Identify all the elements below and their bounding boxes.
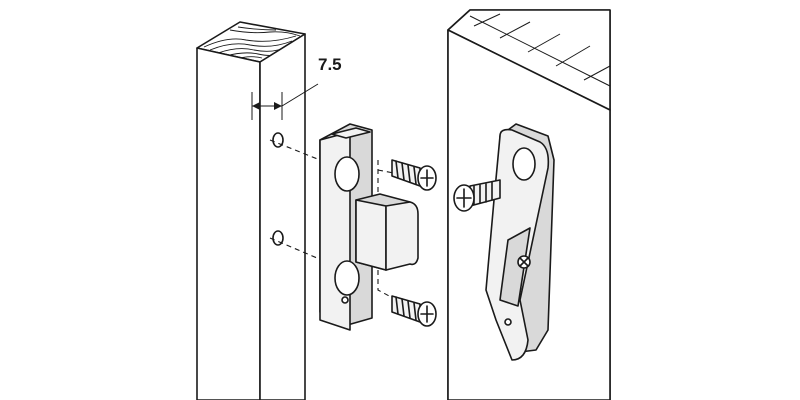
- post-side-face: [259, 33, 306, 400]
- latch-slot: [499, 227, 531, 307]
- latch-screw: [453, 179, 501, 212]
- screw-bottom: [391, 295, 437, 327]
- plate-screw-hole-bottom: [334, 260, 360, 296]
- dimension-label: 7.5: [318, 55, 342, 74]
- wooden-post: [196, 21, 306, 400]
- dimension-callout: 7.5: [251, 55, 342, 120]
- plate-screw-hole-top: [334, 156, 360, 192]
- drawer-lines: [469, 13, 611, 87]
- latch-screw-hole: [512, 147, 536, 181]
- pilot-holes: [272, 132, 284, 246]
- screw-top: [391, 159, 437, 191]
- catch-plate: [319, 123, 419, 331]
- post-front-face: [196, 47, 261, 400]
- latch-bracket: [485, 123, 555, 361]
